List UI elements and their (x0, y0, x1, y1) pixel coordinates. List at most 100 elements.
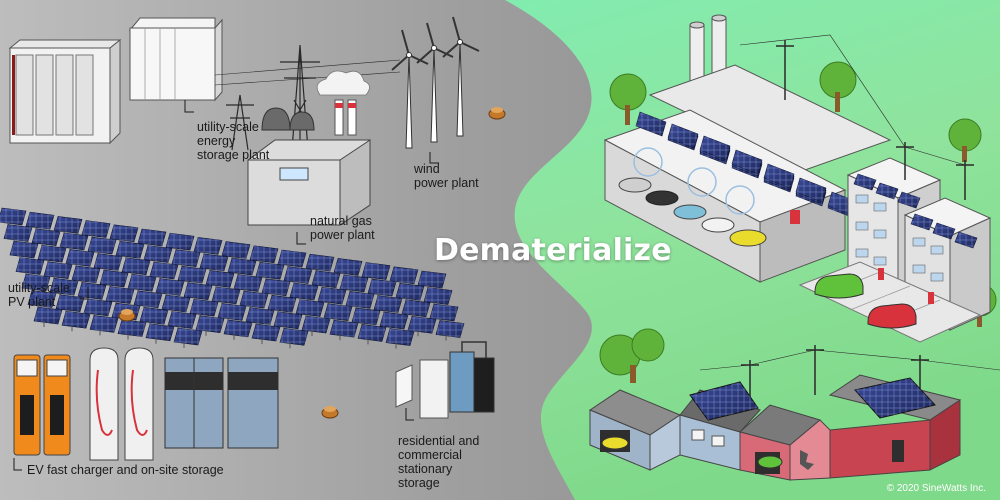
solar-panel (66, 249, 94, 267)
solar-panel (168, 311, 196, 329)
solar-panel (296, 299, 324, 317)
solar-panel (128, 274, 156, 292)
wind-plant-label-line: power plant (414, 176, 479, 190)
solar-panel (240, 291, 268, 309)
solar-panel (368, 279, 396, 297)
power-poles (699, 34, 1000, 400)
solar-panel (140, 307, 168, 325)
solar-panel (118, 319, 146, 337)
storage-plant-illustration (8, 17, 223, 145)
solar-panel (284, 266, 312, 284)
solar-panel (62, 311, 90, 329)
solar-panel (256, 262, 284, 280)
solar-panel (955, 232, 977, 248)
solar-panel (246, 307, 274, 325)
solar-panel (668, 124, 698, 148)
ev-charger-label-line: EV fast charger and on-site storage (27, 463, 224, 477)
residential-storage-label-line: residential and (398, 434, 480, 448)
solar-panel (54, 216, 82, 234)
solar-panel (252, 324, 280, 342)
wind-turbines (391, 16, 480, 149)
gas-plant-label-line: natural gas (310, 214, 372, 228)
residential-storage-label: residential and commercial stationary st… (398, 434, 479, 490)
storage-plant-label-line: utility-scale (197, 120, 259, 134)
office-roof-solar (853, 173, 978, 249)
dematerialize-headline: Dematerialize (434, 233, 672, 268)
solar-panel (82, 220, 110, 238)
solar-panel (222, 241, 250, 259)
solar-panel (386, 328, 414, 346)
solar-panel (358, 324, 386, 342)
solar-panel (340, 274, 368, 292)
solar-panel (318, 287, 346, 305)
storage-plant-label-line: energy (197, 134, 236, 148)
solar-panel (352, 307, 380, 325)
gas-plant-label-line: power plant (310, 228, 375, 242)
tree-stump-icon (118, 309, 136, 322)
solar-panel (250, 245, 278, 263)
solar-panel (10, 241, 38, 258)
storage-plant-label: utility-scale energy storage plant (197, 120, 269, 162)
solar-panel (911, 214, 933, 230)
storage-plant-label-line: storage plant (197, 148, 270, 162)
solar-panel (424, 287, 452, 305)
solar-panel (90, 315, 118, 333)
solar-panel (106, 286, 134, 304)
parked-cars (618, 147, 767, 247)
ev-chargers (13, 347, 279, 461)
solar-panel (218, 303, 246, 321)
solar-panel (122, 257, 150, 275)
solar-panel (94, 253, 122, 271)
solar-panel (196, 315, 224, 333)
solar-panel (262, 278, 290, 296)
solar-panel (206, 270, 234, 288)
solar-panel (312, 270, 340, 288)
parking-lot (798, 261, 982, 343)
solar-panel (190, 299, 218, 317)
solar-panel (200, 253, 228, 271)
solar-panel (430, 304, 458, 321)
pv-plant-label: utility-scale PV plant (8, 281, 70, 309)
residential-storage-units (395, 341, 495, 419)
solar-panel (184, 282, 212, 300)
ev-charger-label: EV fast charger and on-site storage (27, 463, 224, 477)
solar-panel (362, 262, 390, 280)
solar-panel (26, 212, 54, 230)
solar-panel (134, 290, 162, 308)
solar-panel (234, 274, 262, 292)
solar-panel (172, 249, 200, 267)
solar-panel (380, 312, 408, 330)
solar-panel (100, 270, 128, 288)
solar-panel (150, 262, 178, 279)
solar-panel (854, 174, 876, 190)
solar-panel (402, 299, 430, 317)
solar-panel (334, 258, 362, 276)
solar-panel (374, 295, 402, 313)
solar-panel (16, 257, 44, 275)
solar-panel (32, 228, 60, 246)
solar-panel (302, 316, 330, 333)
pv-field (0, 207, 465, 349)
solar-panel (290, 283, 318, 300)
solar-panel (34, 307, 62, 324)
wind-plant-label-line: wind (414, 162, 440, 176)
solar-panel (700, 136, 730, 160)
solar-panel (156, 278, 184, 296)
solar-panel (732, 150, 762, 174)
solar-panel (933, 223, 955, 239)
solar-panel (56, 294, 84, 312)
solar-panel (324, 303, 352, 321)
solar-panel (224, 319, 252, 337)
solar-panel (84, 298, 112, 316)
solar-panel (330, 320, 358, 338)
solar-panel (60, 232, 88, 250)
solar-panel (28, 290, 56, 308)
solar-panel (138, 229, 166, 246)
solar-panel (418, 271, 446, 288)
residential-storage-label-line: commercial (398, 448, 462, 462)
solar-panel (178, 266, 206, 284)
solar-panel (636, 112, 666, 136)
solar-panel (280, 328, 308, 346)
solar-panel (306, 254, 334, 272)
